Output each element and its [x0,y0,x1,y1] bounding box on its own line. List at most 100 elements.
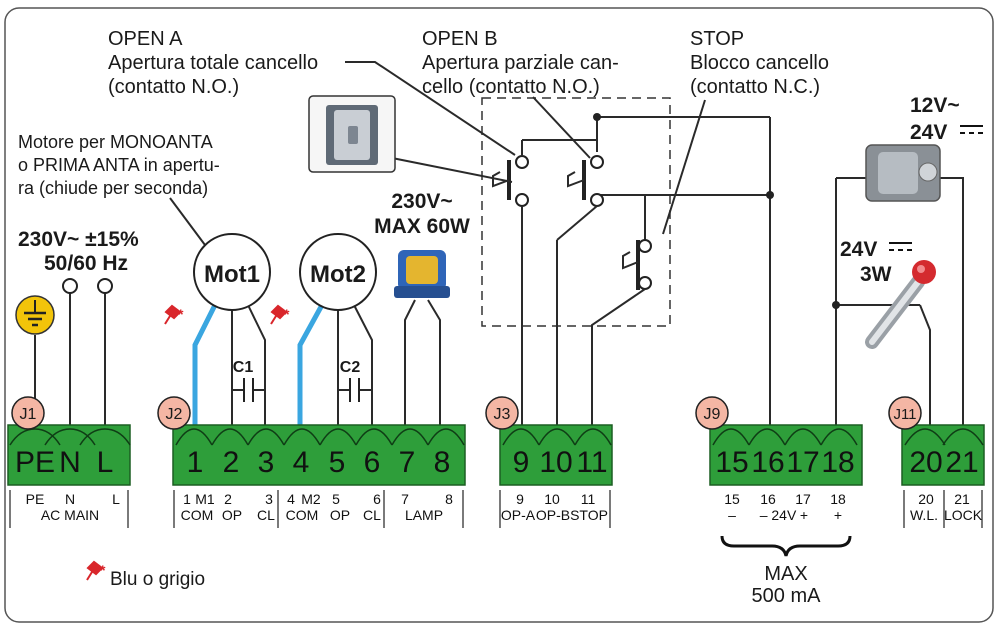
svg-text:*: * [100,562,106,578]
flashing-lamp-icon [394,250,450,298]
svg-text:J2: J2 [166,406,183,423]
svg-text:J11: J11 [893,406,916,423]
connector-j3: 9 10 11 [499,424,613,486]
legend-label: Blu o grigio [110,569,205,590]
label-op-b: OP-B [536,507,570,523]
j9-terminal-16: 16 [751,446,784,479]
lamp-power: MAX 60W [374,215,470,238]
n-terminal-point [62,278,78,294]
badge-j2: J2 [157,396,191,430]
ground-icon [15,295,55,335]
label-9: 9 [516,491,524,507]
dc-symbol-icon [960,125,983,134]
badge-j9: J9 [695,396,729,430]
j2-terminal-8: 8 [434,446,451,479]
mot2-blue-wire [297,303,325,425]
label-3: 3 [265,491,273,507]
label-6: 6 [373,491,381,507]
key-selector-icon [308,95,396,173]
j9-terminal-17: 17 [786,446,819,479]
label-wl: W.L. [910,507,938,523]
wl-voltage: 24V [840,238,877,261]
badge-j1: J1 [11,396,45,430]
label-21: 21 [954,491,970,507]
open-b-desc-2: cello (contatto N.O.) [422,76,600,98]
open-b-out-a [556,205,598,241]
j2-terminal-4: 4 [293,446,310,479]
open-a-title: OPEN A [108,28,183,50]
diagram-frame [4,7,994,623]
svg-text:J9: J9 [704,406,721,423]
capacitor-1-label: C1 [233,359,254,376]
j1-terminal-n: N [59,446,81,479]
j2-terminal-7: 7 [399,446,416,479]
junction-dot [832,301,840,309]
label-10: 10 [544,491,560,507]
stop-title: STOP [690,28,744,50]
j9-terminal-18: 18 [821,446,854,479]
label-4: 4 [287,491,295,507]
label-5: 5 [332,491,340,507]
connector-j2: 1 2 3 4 5 6 7 8 [172,424,466,486]
label-17: 17 [795,491,811,507]
motor-desc-3: ra (chiude per seconda) [18,178,208,198]
j2-terminal-2: 2 [223,446,240,479]
label-op-1: OP [222,507,242,523]
label-pe: PE [26,491,45,507]
open-b-desc-1: Apertura parziale can- [422,52,619,74]
label-op-2: OP [330,507,350,523]
lamp-wire-7 [404,299,416,425]
max-current-value: 500 mA [752,585,822,607]
capacitor-2-label: C2 [340,359,361,376]
wl-wire [919,304,931,425]
j2-terminal-5: 5 [329,446,346,479]
label-8: 8 [445,491,453,507]
motor-desc-2: o PRIMA ANTA in apertu- [18,155,220,175]
connector-j11: 20 21 [901,424,985,486]
max-current-label: MAX [764,563,807,585]
open-a-actuator [492,171,510,188]
svg-text:J1: J1 [20,406,37,423]
junction-dot [593,113,601,121]
open-b-contact-bottom [590,193,604,207]
motor-2-label: Mot2 [310,261,366,288]
j3-terminal-9: 9 [513,446,530,479]
label-18: 18 [830,491,846,507]
label-1: 1 [183,491,191,507]
warning-light-icon [865,260,936,349]
open-a-desc-1: Apertura totale cancello [108,52,318,74]
connector-j1: PE N L [7,424,131,486]
stop-desc-2: (contatto N.C.) [690,76,820,98]
label-16: 16 [760,491,776,507]
label-2: 2 [224,491,232,507]
lamp-voltage: 230V~ [391,190,452,213]
label-l: L [112,491,120,507]
stop-leader [662,99,706,235]
lock-voltage-dc: 24V [910,121,947,144]
brace-icon [720,535,852,557]
stop-contact-bottom [638,276,652,290]
label-plus-17: + [800,507,808,523]
dc-symbol-icon [889,242,912,251]
label-11: 11 [581,491,596,507]
label-n: N [65,491,75,507]
svg-text:*: * [284,306,290,322]
junction-dot [766,191,774,199]
svg-text:J3: J3 [494,406,511,423]
open-b-contact-top [590,155,604,169]
lamp-wire-8 [427,299,441,425]
j1-terminal-pe: PE [15,446,55,479]
lock-voltage-ac: 12V~ [910,94,960,117]
label-ac-main: AC MAIN [41,507,99,523]
svg-text:*: * [178,306,184,322]
j2-terminal-6: 6 [364,446,381,479]
label-stop: STOP [570,507,608,523]
legend-pin-icon: * [86,560,106,581]
connector-j9: 15 16 17 18 [709,424,863,486]
bottom-labels: PE N L AC MAIN 1 M1 2 3 4 M2 5 6 7 8 COM… [9,490,983,607]
mot2-cl-wire [353,304,373,425]
label-op-a: OP-A [501,507,536,523]
power-voltage: 230V~ ±15% [18,228,139,251]
label-com-1: COM [181,507,214,523]
